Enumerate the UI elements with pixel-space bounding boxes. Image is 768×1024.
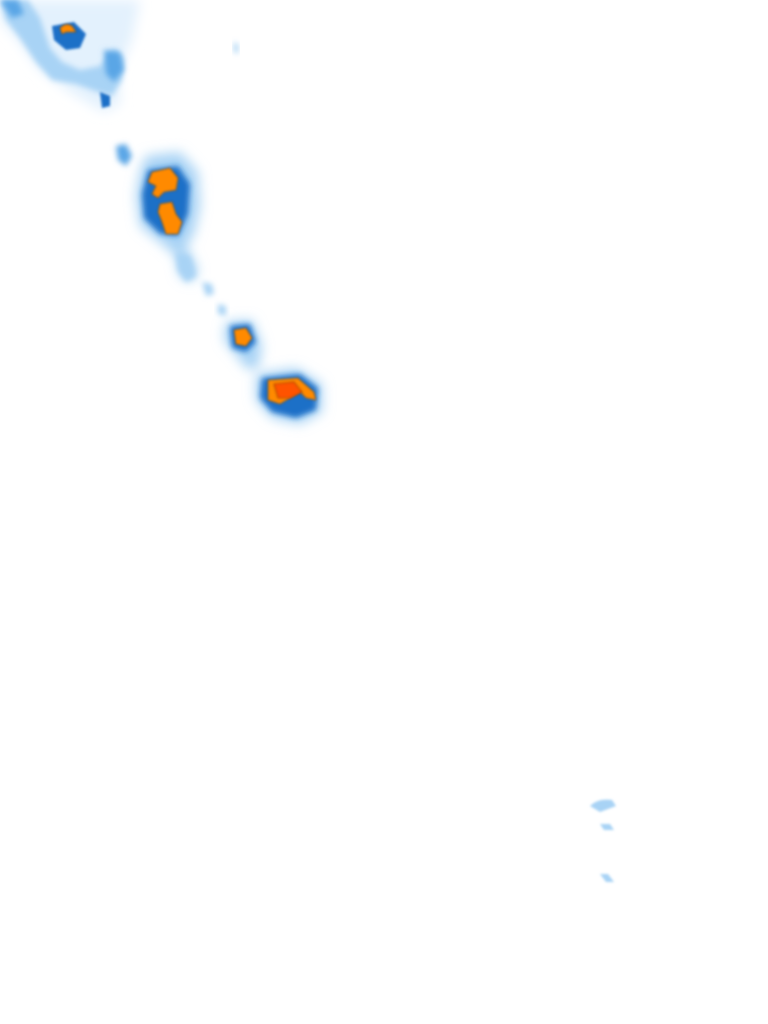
precip-cell-bottom-right-streaks [590, 799, 616, 882]
precip-cell-upper-pair [116, 144, 226, 316]
precip-cell-lower-large [256, 368, 322, 424]
precip-cell-top-left-cluster [0, 0, 238, 112]
precip-cell-middle-small [224, 320, 262, 370]
